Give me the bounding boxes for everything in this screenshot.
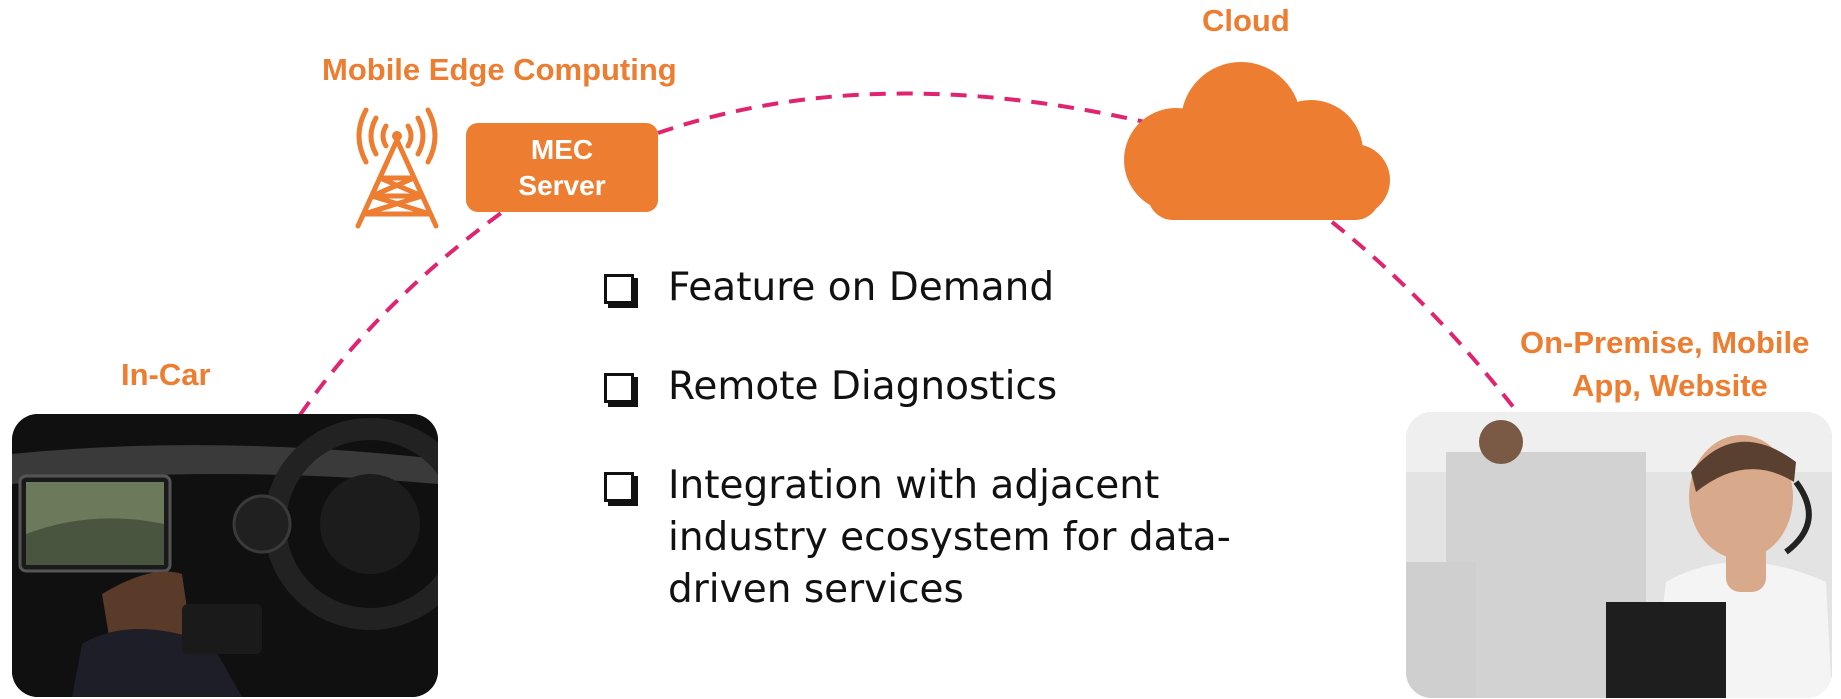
mec-server-box: MEC Server: [466, 123, 658, 212]
feature-text: Feature on Demand: [668, 265, 1055, 310]
mec-title: Mobile Edge Computing: [322, 52, 677, 87]
checkbox-icon: [604, 373, 634, 403]
checkbox-icon: [604, 472, 634, 502]
on-premise-label-line1: On-Premise, Mobile: [1520, 325, 1810, 360]
mec-server-line2: Server: [518, 169, 606, 201]
mec-server-line1: MEC: [530, 133, 594, 165]
in-car-label: In-Car: [121, 357, 211, 392]
feature-list: Feature on Demand Remote Diagnostics Int…: [604, 262, 1264, 663]
feature-item: Integration with adjacent industry ecosy…: [604, 460, 1264, 616]
checkbox-icon: [604, 274, 634, 304]
cloud-icon: [1124, 62, 1390, 220]
cloud-label: Cloud: [1202, 3, 1290, 38]
in-car-photo: [12, 414, 438, 697]
feature-item: Remote Diagnostics: [604, 361, 1264, 413]
feature-item: Feature on Demand: [604, 262, 1264, 314]
office-photo: [1406, 412, 1832, 698]
radio-tower-icon: [355, 107, 439, 229]
on-premise-label-line2: App, Website: [1572, 368, 1768, 403]
feature-text: Integration with adjacent industry ecosy…: [668, 463, 1231, 612]
feature-text: Remote Diagnostics: [668, 364, 1058, 409]
